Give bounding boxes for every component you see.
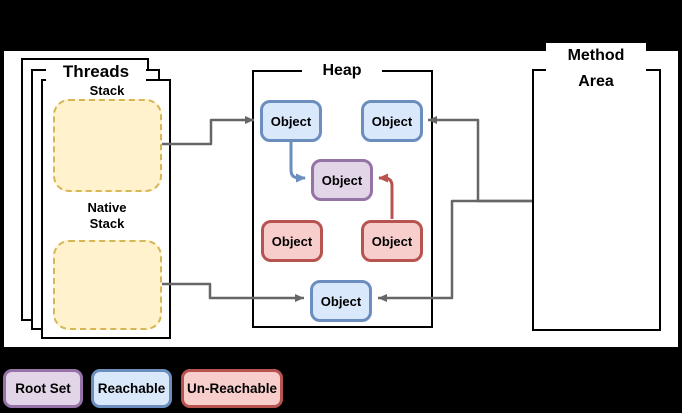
legend-item-reachable: Reachable [91, 369, 172, 408]
heap-object-top-left: Object [260, 100, 322, 142]
heap-object-bottom-center: Object [310, 280, 372, 322]
native-stack-label: Native Stack [87, 200, 127, 231]
legend-item-root-set: Root Set [3, 369, 83, 408]
stack-frame [53, 99, 162, 192]
method-area-container [532, 69, 661, 331]
threads-title: Threads [46, 62, 146, 82]
method-area-title: Method Area [546, 43, 646, 95]
legend-item-un-reachable: Un-Reachable [181, 369, 283, 408]
method-area-title-line2: Area [578, 73, 614, 90]
native-stack-frame [53, 240, 162, 330]
heap-object-center: Object [311, 159, 373, 201]
stack-label: Stack [89, 83, 125, 98]
heap-object-bottom-left: Object [261, 220, 323, 262]
heap-object-bottom-right: Object [361, 220, 423, 262]
heap-object-top-right: Object [361, 100, 423, 142]
method-area-title-line1: Method [567, 47, 625, 64]
heap-title: Heap [302, 61, 382, 81]
